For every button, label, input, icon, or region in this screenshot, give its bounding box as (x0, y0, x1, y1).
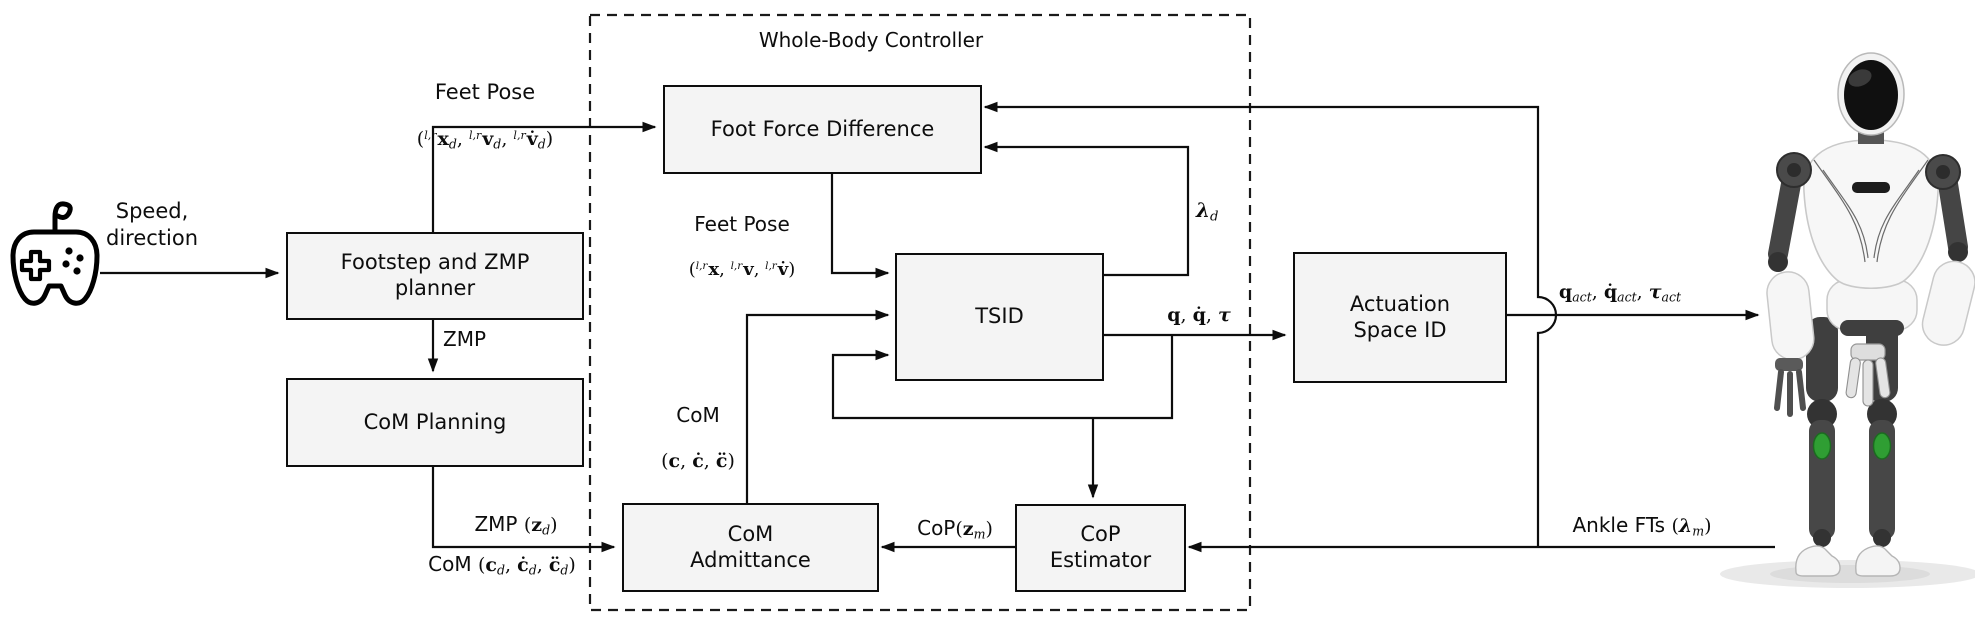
robot-visor-highlight (1848, 69, 1872, 87)
tsid-label: TSID (975, 304, 1024, 329)
robot-face-visor (1844, 60, 1898, 130)
actuation-space-id-label: Actuation Space ID (1349, 291, 1451, 342)
feet-pose-desired-math: (l,rxd, l,rvd, l,rv̇d) (416, 127, 554, 152)
gamepad-dpad (19, 249, 52, 282)
lambda-d-label: λd (1196, 198, 1219, 225)
com-admittance-box: CoM Admittance (622, 503, 879, 592)
com-title: CoM (676, 402, 720, 427)
cop-zm-label: CoP(zm) (917, 516, 993, 542)
robot-right-arm (1921, 174, 1975, 346)
zmp-label: ZMP (443, 327, 487, 351)
whole-body-controller-title: Whole-Body Controller (758, 28, 984, 52)
robot-torso (1803, 139, 1939, 289)
com-label: CoM (c, ċ, c̈) (661, 381, 735, 494)
gamepad-icon (10, 201, 100, 306)
com-desired-label: CoM (cd, ċd, c̈d) (428, 552, 576, 578)
actuation-space-id-box: Actuation Space ID (1293, 252, 1507, 383)
robot-hip-band (1840, 320, 1904, 336)
humanoid-robot-image (1720, 52, 1975, 588)
tsid-box: TSID (895, 253, 1104, 381)
gamepad-body (10, 229, 100, 306)
footstep-zmp-planner-box: Footstep and ZMP planner (286, 232, 584, 320)
footstep-zmp-planner-label: Footstep and ZMP planner (340, 250, 530, 300)
feet-pose-label: Feet Pose (l,rx, l,rv, l,rv̇) (689, 190, 796, 302)
cop-estimator-label: CoP Estimator (1049, 522, 1152, 572)
com-planning-label: CoM Planning (363, 409, 507, 434)
whole-body-controller-dashed-boundary (588, 13, 1252, 612)
foot-force-difference-label: Foot Force Difference (710, 116, 935, 141)
feet-pose-desired-label: Feet Pose (l,rxd, l,rvd, l,rv̇d) (417, 58, 553, 173)
q-act-label: qact, q̇act, τact (1558, 281, 1682, 305)
robot-left-shoulder-joint (1787, 163, 1801, 177)
gamepad-buttons (62, 247, 84, 275)
gamepad-cable (52, 201, 73, 233)
robot-chest-slot (1852, 182, 1890, 193)
robot-left-gripper (1774, 358, 1806, 417)
arrow-feet-pose-to-tsid (830, 170, 890, 279)
q-qd-tau-label: q, q̇, τ (1167, 304, 1231, 326)
arrow-zmp-com-desired (431, 463, 616, 553)
robot-right-gripper (1845, 343, 1891, 407)
speed-direction-label: Speed, direction (105, 199, 199, 251)
robot-right-shoulder-joint (1936, 165, 1950, 179)
robot-torso-seams (1813, 159, 1929, 263)
feet-pose-title: Feet Pose (694, 211, 790, 236)
robot-shadow-inner (1770, 565, 1930, 583)
feet-pose-desired-title: Feet Pose (434, 79, 536, 104)
arrow-robot-feedback-to-ffd (983, 101, 1558, 547)
arrow-tsid-feedback-loop (831, 335, 1174, 420)
feet-pose-math: (l,rx, l,rv, l,rv̇) (688, 258, 796, 280)
arrow-feet-pose-desired (431, 121, 657, 232)
ankle-fts-label: Ankle FTs (λm) (1572, 513, 1712, 539)
cop-estimator-box: CoP Estimator (1015, 504, 1186, 592)
arrow-lambda-d (983, 141, 1190, 277)
robot-left-arm (1766, 174, 1815, 417)
com-admittance-label: CoM Admittance (690, 521, 811, 572)
foot-force-difference-box: Foot Force Difference (663, 85, 982, 174)
com-planning-box: CoM Planning (286, 378, 584, 467)
arrow-com-to-tsid (745, 309, 890, 503)
com-math: (c, ċ, c̈) (661, 449, 735, 472)
zmp-zd-label: ZMP (zd) (474, 512, 558, 538)
